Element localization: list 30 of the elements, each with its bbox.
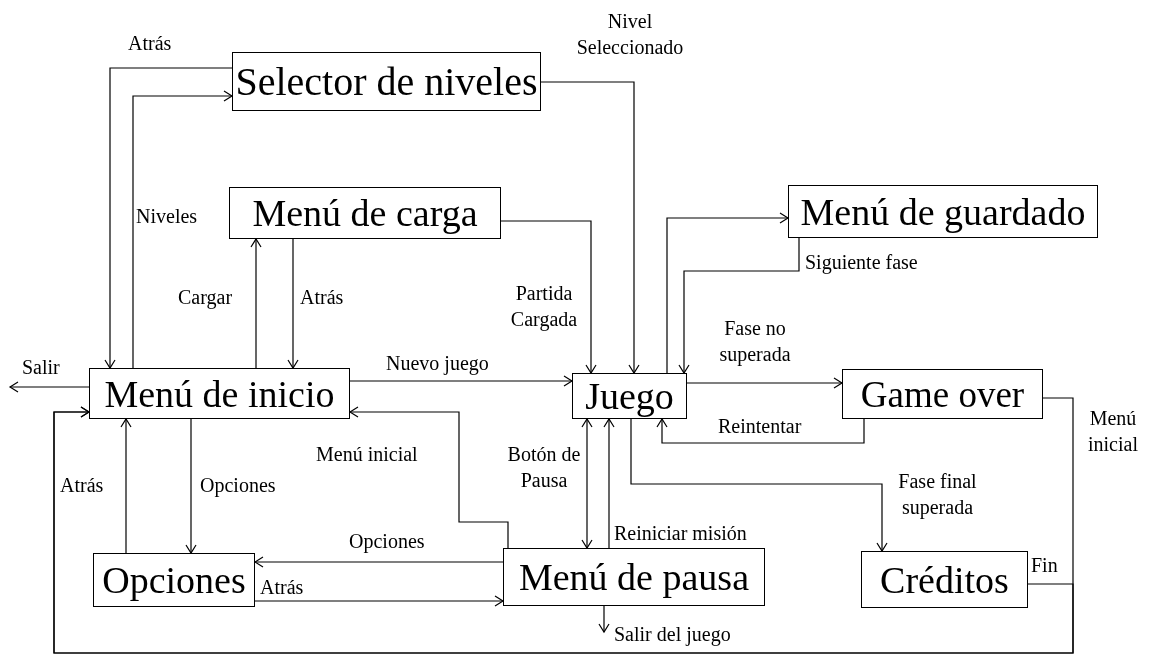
arrow xyxy=(185,418,197,554)
state-box: Menú de carga xyxy=(229,187,501,239)
state-box: Menú de pausa xyxy=(503,548,765,606)
arrow xyxy=(540,81,640,374)
arrow xyxy=(349,406,509,549)
state-box: Menú de inicio xyxy=(89,368,350,419)
arrow xyxy=(254,556,504,568)
arrow xyxy=(500,220,597,374)
arrow xyxy=(678,237,800,374)
arrow xyxy=(254,595,504,607)
state-box: Opciones xyxy=(93,553,255,607)
arrow xyxy=(630,418,888,552)
arrow xyxy=(581,418,593,549)
arrow xyxy=(132,90,233,369)
arrow xyxy=(9,381,90,393)
state-box: Juego xyxy=(572,373,687,419)
arrow xyxy=(598,605,610,633)
arrow xyxy=(686,377,843,389)
arrow xyxy=(287,238,299,369)
arrow xyxy=(104,67,233,369)
arrow xyxy=(120,418,132,554)
arrow xyxy=(603,418,615,549)
arrow xyxy=(656,418,865,444)
state-box: Game over xyxy=(842,369,1043,419)
state-box: Selector de niveles xyxy=(232,52,541,111)
arrow xyxy=(666,212,789,374)
arrow xyxy=(250,238,262,369)
arrow xyxy=(349,375,573,387)
state-box: Menú de guardado xyxy=(788,185,1098,238)
state-box: Créditos xyxy=(861,551,1028,608)
